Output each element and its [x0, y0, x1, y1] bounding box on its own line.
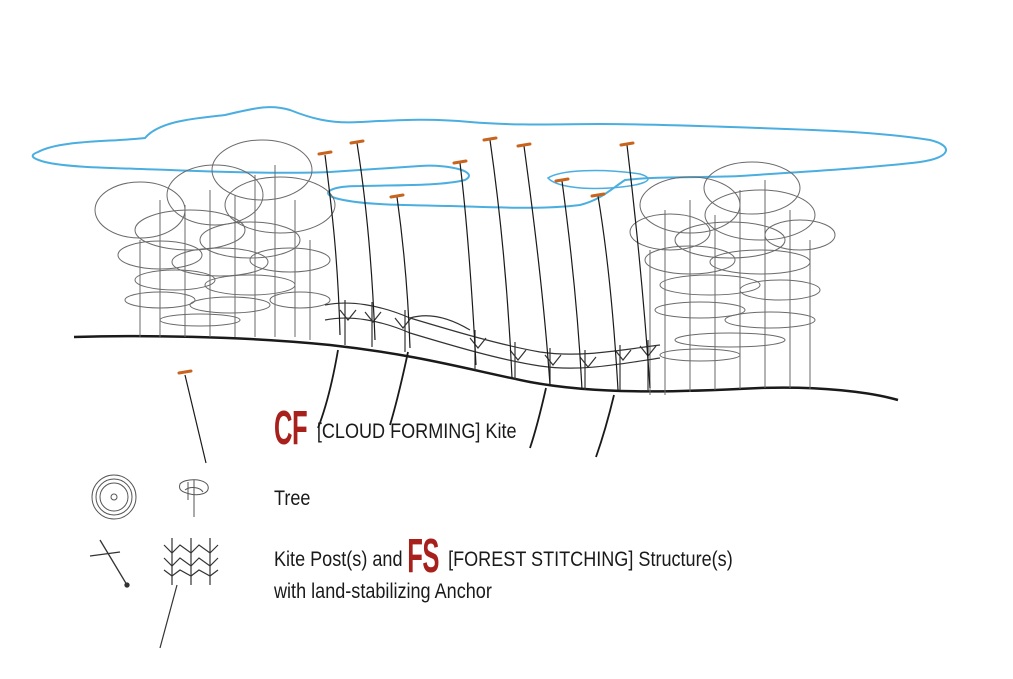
- ground-line: [73, 334, 899, 402]
- fs-legend-line-2: with land-stabilizing Anchor: [274, 580, 492, 603]
- cf-legend-line: CF [CLOUD FORMING] Kite: [274, 405, 517, 453]
- anchor-icon: [89, 539, 130, 588]
- tree-icon: [91, 474, 209, 520]
- forest-stitching-structure: [324, 300, 661, 390]
- fs-abbr: FS: [407, 530, 440, 583]
- cf-leader-lines: [317, 349, 615, 458]
- left-tree-cluster: [94, 139, 336, 340]
- cf-abbr: CF: [274, 402, 308, 455]
- cf-description: [CLOUD FORMING] Kite: [316, 420, 517, 443]
- fs-description: [FOREST STITCHING] Structure(s): [448, 548, 733, 571]
- stitching-structure-icon: [159, 538, 219, 649]
- fs-legend-line: Kite Post(s) and FS [FOREST STITCHING] S…: [274, 533, 733, 581]
- cloud-outline: [31, 106, 947, 209]
- legend-kite-post-icon: [177, 369, 207, 464]
- cf-kites: [317, 136, 635, 199]
- fs-prefix: Kite Post(s) and: [274, 548, 408, 571]
- cloud-inner-loop: [546, 169, 649, 190]
- tree-legend-label: Tree: [274, 487, 311, 510]
- kite-posts: [324, 139, 651, 391]
- right-tree-cluster: [629, 161, 836, 395]
